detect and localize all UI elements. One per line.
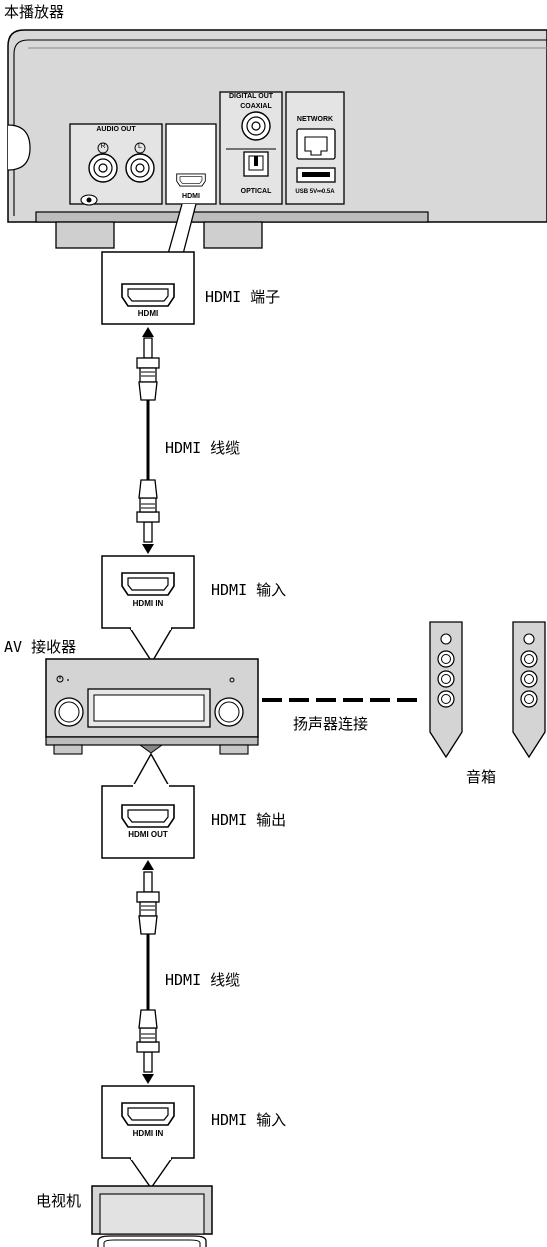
- hdmi-cable-2-label: HDMI 线缆: [165, 971, 241, 989]
- hdmi-in-port-icon: [121, 572, 175, 596]
- receiver-hdmi-in-callout: HDMI IN: [101, 555, 195, 664]
- channel-r-label: R: [100, 143, 105, 150]
- optical-port-icon: [243, 151, 269, 177]
- player-hdmi-label: HDMI: [182, 193, 200, 200]
- receiver-hdmi-out-callout: HDMI OUT: [101, 752, 195, 859]
- hdmi-out-port-icon: [121, 804, 175, 828]
- receiver-hdmi-out-label: HDMI 输出: [211, 811, 287, 829]
- usb-label: USB 5V⎓0.5A: [295, 189, 335, 195]
- hdmi-cable-2: [136, 860, 160, 1084]
- speaker-right: [512, 621, 546, 759]
- tv-in-jack-label: HDMI IN: [133, 1129, 164, 1138]
- audio-out-label: AUDIO OUT: [96, 126, 136, 133]
- av-receiver-title: AV 接收器: [4, 638, 77, 656]
- ethernet-port-icon: [296, 128, 336, 160]
- tv-hdmi-in-port-icon: [121, 1102, 175, 1126]
- hdmi-cable-1-label: HDMI 线缆: [165, 439, 241, 457]
- hdmi-terminal-callout: HDMI: [101, 251, 195, 325]
- tv-title: 电视机: [36, 1192, 82, 1210]
- tv-hdmi-in-label: HDMI 输入: [211, 1111, 287, 1129]
- hdmi-terminal-label: HDMI 端子: [205, 288, 281, 306]
- audio-out-l-jack: L: [125, 142, 155, 183]
- coaxial-label: COAXIAL: [240, 103, 272, 110]
- speaker-left: [429, 621, 463, 759]
- optical-label: OPTICAL: [241, 188, 272, 195]
- television: [91, 1185, 213, 1247]
- player-hdmi-port-icon: [176, 173, 206, 187]
- network-label: NETWORK: [297, 116, 333, 123]
- player-rear-panel: AUDIO OUT R L HDMI DIGITAL OUT COAXIAL: [7, 29, 547, 255]
- hdmi-port-icon: [121, 283, 175, 307]
- player-title: 本播放器: [4, 3, 65, 21]
- digital-out-label: DIGITAL OUT: [229, 93, 274, 100]
- audio-out-r-jack: R: [88, 142, 118, 183]
- speakers-label: 音箱: [466, 768, 497, 786]
- receiver-out-jack-label: HDMI OUT: [128, 830, 168, 839]
- channel-l-label: L: [138, 143, 142, 150]
- av-receiver: [45, 658, 259, 755]
- hdmi-terminal-jack-label: HDMI: [138, 309, 158, 318]
- usb-port-icon: [296, 167, 336, 183]
- tv-hdmi-in-callout: HDMI IN: [101, 1085, 195, 1190]
- hdmi-cable-1: [136, 327, 160, 554]
- receiver-in-jack-label: HDMI IN: [133, 599, 164, 608]
- receiver-hdmi-in-label: HDMI 输入: [211, 581, 287, 599]
- coaxial-jack: [241, 111, 271, 141]
- ground-terminal-icon: [80, 194, 98, 206]
- speaker-connection-label: 扬声器连接: [293, 715, 369, 733]
